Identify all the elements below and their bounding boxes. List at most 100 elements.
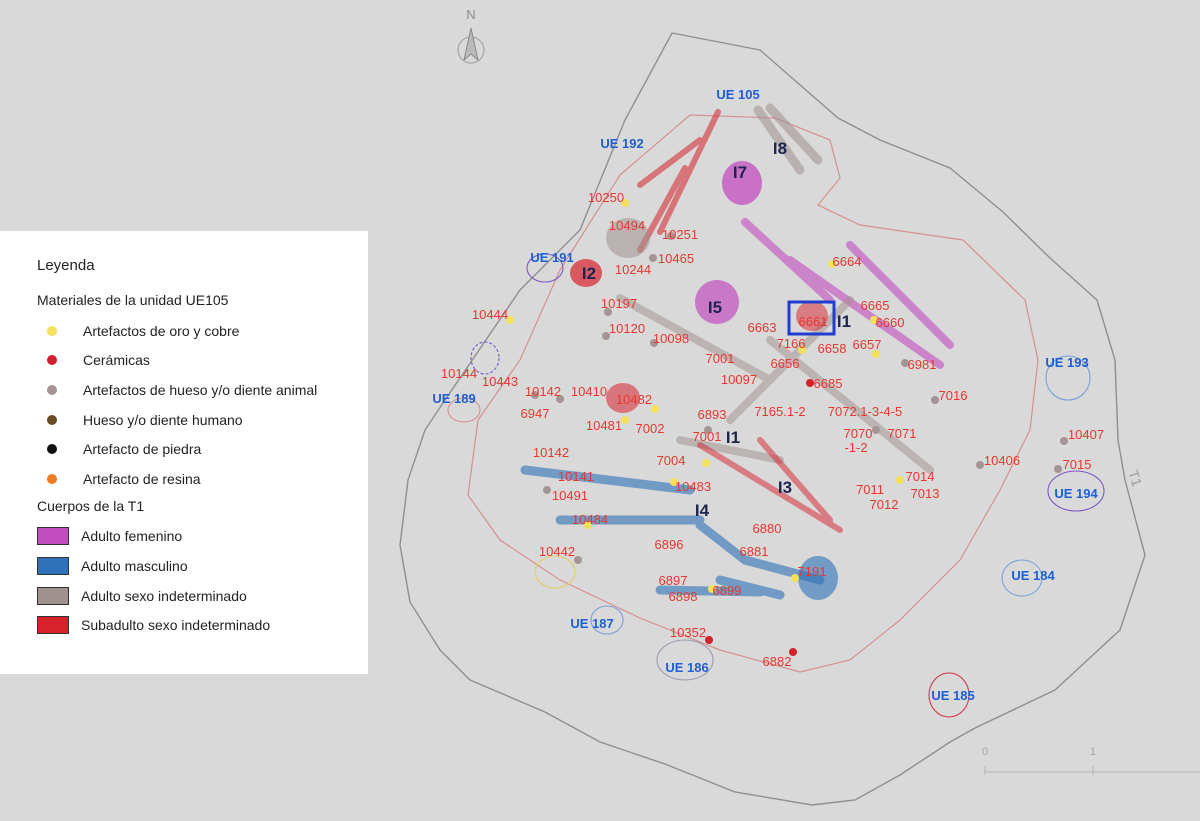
find-label: 10406 xyxy=(984,453,1020,468)
legend-swatch-icon xyxy=(37,586,69,605)
legend-swatch-icon xyxy=(37,616,69,635)
find-label: 6899 xyxy=(713,583,742,598)
find-label: 10444 xyxy=(472,307,508,322)
find-label: 6897 xyxy=(659,573,688,588)
find-label: 6880 xyxy=(753,521,782,536)
find-label: 10142 xyxy=(525,384,561,399)
find-label: 10482 xyxy=(616,392,652,407)
individual-label: I1 xyxy=(726,428,740,447)
find-label: 6898 xyxy=(669,589,698,604)
individual-label: I2 xyxy=(582,264,596,283)
legend-material-label: Artefactos de hueso y/o diente animal xyxy=(83,381,318,398)
find-label: 10410 xyxy=(571,384,607,399)
legend-bodies-heading: Cuerpos de la T1 xyxy=(37,497,145,514)
find-label: 6947 xyxy=(521,406,550,421)
skeleton-i7 xyxy=(741,218,954,369)
find-label: 10484 xyxy=(572,512,608,527)
legend-dot-icon xyxy=(47,384,57,395)
find-label: 7015 xyxy=(1063,457,1092,472)
highlight-box xyxy=(787,300,836,336)
find-label: 7001 xyxy=(693,429,722,444)
north-arrow: N xyxy=(457,7,485,64)
legend-body-label: Adulto sexo indeterminado xyxy=(81,587,247,604)
find-label: 7165.1-2 xyxy=(754,404,805,419)
legend-body-label: Adulto masculino xyxy=(81,557,188,574)
legend-material-item: Cerámicas xyxy=(37,346,368,376)
find-label: 10352 xyxy=(670,625,706,640)
ue-label: UE 189 xyxy=(432,391,475,406)
north-label: N xyxy=(466,7,475,22)
legend-material-label: Artefacto de resina xyxy=(83,470,201,487)
legend-panel: Leyenda Materiales de la unidad UE105 Ar… xyxy=(0,231,368,674)
find-label: 7014 xyxy=(906,469,935,484)
legend-material-label: Hueso y/o diente humano xyxy=(83,411,243,428)
legend-dot-icon xyxy=(47,325,57,336)
find-label: 6664 xyxy=(833,254,862,269)
find-label: 7071 xyxy=(888,426,917,441)
ue-label: UE 192 xyxy=(600,136,643,151)
legend-swatch-icon xyxy=(37,556,69,575)
ue-label: UE 187 xyxy=(570,616,613,631)
find-label: 6882 xyxy=(763,654,792,669)
individual-label: I8 xyxy=(773,139,787,158)
pit-outline xyxy=(467,114,1039,673)
find-label: 7072.1-3-4-5 xyxy=(828,404,902,419)
find-label: 6881 xyxy=(740,544,769,559)
skull-i5 xyxy=(695,280,739,324)
skeleton-i8 xyxy=(753,103,823,175)
find-label: 10491 xyxy=(552,488,588,503)
individual-label: I5 xyxy=(708,298,722,317)
ue-label: UE 191 xyxy=(530,250,573,265)
legend-material-label: Artefacto de piedra xyxy=(83,441,202,458)
legend-body-item: Adulto masculino xyxy=(37,551,368,581)
find-label: 10483 xyxy=(675,479,711,494)
find-label: 7191 xyxy=(798,564,827,579)
skeleton-i1 xyxy=(616,294,934,474)
legend-dot-icon xyxy=(47,444,57,455)
legend-body-label: Adulto femenino xyxy=(81,528,183,545)
legend-dot-icon xyxy=(47,355,57,366)
skull-ceramic xyxy=(606,383,640,413)
legend-material-item: Artefacto de resina xyxy=(37,464,368,494)
legend-material-item: Hueso y/o diente humano xyxy=(37,405,368,435)
find-label: 10251 xyxy=(662,227,698,242)
legend-body-label: Subadulto sexo indeterminado xyxy=(81,617,271,634)
skull-i2b xyxy=(606,218,650,258)
find-label: 10197 xyxy=(601,296,637,311)
find-label: 10097 xyxy=(721,372,757,387)
legend-swatch-icon xyxy=(37,527,69,546)
find-label: 6657 xyxy=(853,337,882,352)
legend-body-item: Subadulto sexo indeterminado xyxy=(37,610,368,640)
individual-label: I3 xyxy=(778,478,792,497)
ue-label: UE 186 xyxy=(665,660,708,675)
find-label: 7002 xyxy=(636,421,665,436)
find-label: 10443 xyxy=(482,374,518,389)
find-label: 6893 xyxy=(698,407,727,422)
legend-materials-heading: Materiales de la unidad UE105 xyxy=(37,292,229,308)
legend-material-item: Artefactos de hueso y/o diente animal xyxy=(37,375,368,405)
find-label: 7012 xyxy=(870,497,899,512)
legend-material-item: Artefacto de piedra xyxy=(37,434,368,464)
scale-label-1: 1 xyxy=(1090,746,1096,758)
find-label: 6685 xyxy=(814,376,843,391)
legend-dot-icon xyxy=(47,473,57,484)
find-label: 6665 xyxy=(861,298,890,313)
find-label: 7011 xyxy=(856,482,884,497)
find-label: 10144 xyxy=(441,366,477,381)
individual-label: I1 xyxy=(837,312,851,331)
skull-i7 xyxy=(722,161,762,205)
find-label: 7001 xyxy=(706,351,735,366)
ue-label: UE 105 xyxy=(716,87,759,102)
find-label: 7004 xyxy=(657,453,686,468)
find-label: 6658 xyxy=(818,341,847,356)
skeletons xyxy=(520,103,954,600)
trench-outline xyxy=(399,32,1146,806)
find-label: 10120 xyxy=(609,321,645,336)
find-label: 10407 xyxy=(1068,427,1104,442)
find-label: 6896 xyxy=(655,537,684,552)
